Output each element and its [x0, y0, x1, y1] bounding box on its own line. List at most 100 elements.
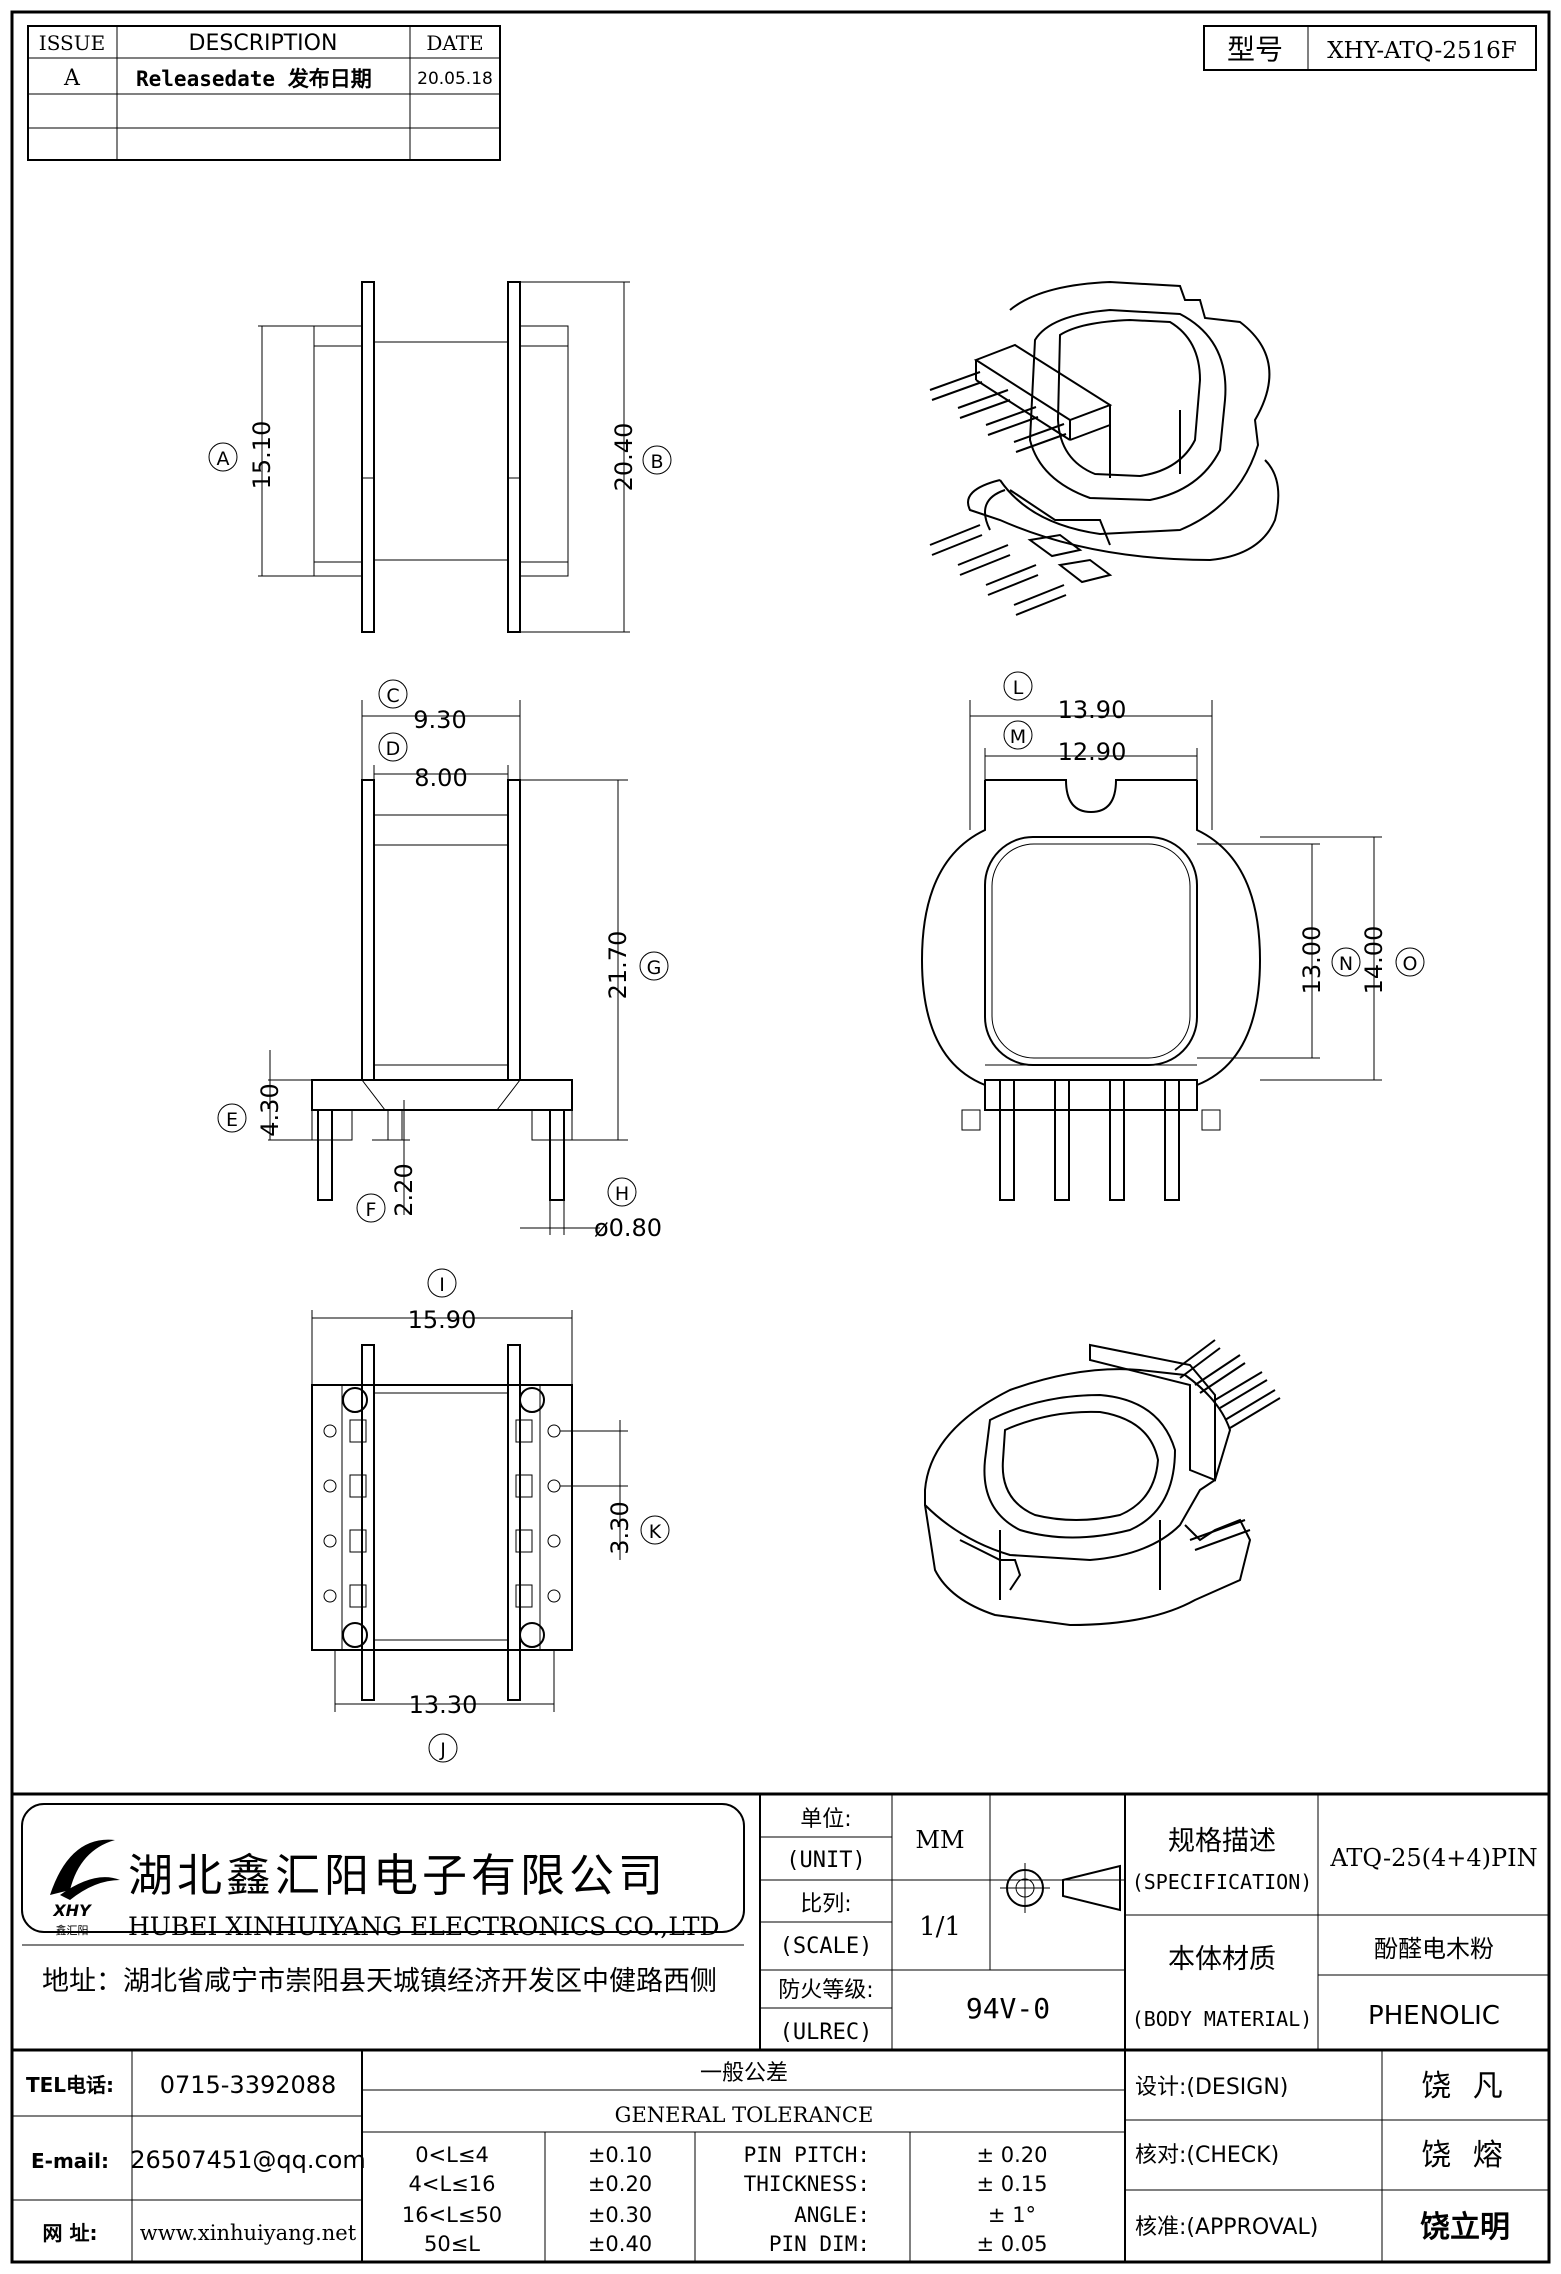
dim-E-label: E	[226, 1109, 238, 1131]
dim-I-value: 15.90	[408, 1306, 477, 1334]
scale-value: 1/1	[919, 1912, 961, 1942]
email-value: 26507451@qq.com	[130, 2146, 366, 2174]
thickness-label: THICKNESS:	[744, 2172, 870, 2196]
dim-L-label: L	[1013, 677, 1024, 699]
unit-label-cn: 单位:	[800, 1807, 851, 1832]
logo-subtext: 鑫汇阳	[56, 1923, 89, 1937]
unit-value: MM	[915, 1826, 964, 1854]
end-view: 13.90 L 12.90 M 13.00 N 14.00 O	[920, 671, 1425, 1201]
material-label-cn: 本体材质	[1168, 1944, 1276, 1975]
spec-value: ATQ-25(4+4)PIN	[1329, 1844, 1537, 1872]
range-2-tol: ±0.20	[588, 2172, 652, 2196]
web-value: www.xinhuiyang.net	[140, 2221, 357, 2245]
dim-M-label: M	[1010, 726, 1026, 748]
pin-dim-label: PIN DIM:	[769, 2232, 870, 2256]
company-name-cn: 湖北鑫汇阳电子有限公司	[128, 1849, 667, 1902]
rev-header-description: DESCRIPTION	[189, 31, 338, 56]
dim-B-label: B	[650, 451, 663, 473]
dim-J-label: J	[439, 1739, 446, 1761]
rev-header-date: DATE	[426, 31, 483, 55]
dim-O-value: 14.00	[1360, 926, 1388, 995]
company-address: 地址：湖北省咸宁市崇阳县天城镇经济开发区中健路西侧	[42, 1966, 717, 1997]
rev-date-cell: 20.05.18	[417, 69, 493, 89]
scale-label-cn: 比列:	[800, 1892, 851, 1917]
scale-label-en: (SCALE)	[780, 1934, 873, 1959]
company-logo: XHY 鑫汇阳	[50, 1839, 120, 1937]
range-1-tol: ±0.10	[588, 2143, 652, 2167]
design-name: 饶 凡	[1421, 2069, 1509, 2104]
sheet-border	[10, 10, 1551, 2264]
spec-label-cn: 规格描述	[1168, 1826, 1276, 1857]
projection-symbol-icon	[1000, 1863, 1121, 1913]
rev-issue-cell: A	[63, 66, 81, 91]
dim-G-label: G	[647, 957, 662, 979]
angle-label: ANGLE:	[794, 2203, 870, 2227]
title-block: XHY 鑫汇阳 湖北鑫汇阳电子有限公司 HUBEI XINHUIYANG ELE…	[12, 1792, 1549, 2262]
tel-value: 0715-3392088	[160, 2071, 337, 2099]
angle-value: ± 1°	[988, 2203, 1036, 2227]
dim-K-label: K	[649, 1521, 662, 1543]
material-value-en: PHENOLIC	[1368, 2001, 1500, 2031]
dim-E-value: 4.30	[256, 1083, 284, 1136]
web-label: 网 址:	[43, 2221, 98, 2245]
spec-label-en: (SPECIFICATION)	[1132, 1870, 1313, 1894]
dim-O-label: O	[1403, 953, 1418, 975]
pin-dim-value: ± 0.05	[976, 2232, 1047, 2256]
revision-table: ISSUE DESCRIPTION DATE A Releasedate 发布日…	[27, 25, 501, 161]
dim-M-value: 12.90	[1058, 738, 1127, 766]
range-3: 16<L≤50	[402, 2203, 502, 2227]
dim-A-value: 15.10	[248, 421, 276, 490]
design-label: 设计:(DESIGN)	[1135, 2075, 1288, 2100]
tolerance-title-cn: 一般公差	[700, 2061, 788, 2086]
tolerance-ranges: 0<L≤4 ±0.10 4<L≤16 ±0.20 16<L≤50 ±0.30 5…	[402, 2143, 652, 2256]
dim-D-label: D	[386, 738, 401, 760]
material-value-cn: 酚醛电木粉	[1374, 1935, 1494, 1963]
material-label-en: (BODY MATERIAL)	[1132, 2007, 1313, 2031]
check-label: 核对:(CHECK)	[1135, 2143, 1279, 2168]
dim-N-value: 13.00	[1298, 926, 1326, 995]
range-3-tol: ±0.30	[588, 2203, 652, 2227]
dim-H-label: H	[615, 1183, 629, 1205]
range-1: 0<L≤4	[415, 2143, 489, 2167]
dim-C-value: 9.30	[413, 706, 466, 734]
dim-N-label: N	[1339, 953, 1353, 975]
range-2: 4<L≤16	[409, 2172, 496, 2196]
dim-C-label: C	[386, 685, 399, 707]
ul-label-en: (ULREC)	[780, 2020, 873, 2045]
model-label: 型号	[1227, 33, 1283, 66]
iso-view-top	[929, 280, 1280, 616]
pin-pitch-label: PIN PITCH:	[744, 2143, 870, 2167]
company-box	[21, 1803, 745, 1933]
rev-description-cell: Releasedate 发布日期	[136, 67, 372, 91]
unit-label-en: (UNIT)	[786, 1848, 865, 1873]
dim-D-value: 8.00	[414, 764, 467, 792]
dim-L-value: 13.90	[1058, 696, 1127, 724]
thickness-value: ± 0.15	[976, 2172, 1047, 2196]
dim-I-label: I	[439, 1274, 445, 1296]
model-box: 型号 XHY-ATQ-2516F	[1203, 25, 1537, 71]
dim-F-value: 2.20	[390, 1163, 418, 1216]
pin-pitch-value: ± 0.20	[976, 2143, 1047, 2167]
range-4-tol: ±0.40	[588, 2232, 652, 2256]
logo-text: XHY	[52, 1901, 92, 1920]
tolerance-title-en: GENERAL TOLERANCE	[615, 2103, 874, 2127]
tolerance-other: PIN PITCH: ± 0.20 THICKNESS: ± 0.15 ANGL…	[744, 2143, 1048, 2256]
dim-G-value: 21.70	[604, 931, 632, 1000]
ul-value: 94V-0	[966, 1992, 1050, 2025]
approval-label: 核准:(APPROVAL)	[1135, 2215, 1318, 2240]
ul-label-cn: 防火等级:	[778, 1978, 873, 2003]
dim-H-value: ø0.80	[594, 1214, 662, 1242]
bottom-view: 15.90 I 13.30 J 3.30 K	[311, 1268, 670, 1763]
model-value: XHY-ATQ-2516F	[1327, 38, 1517, 64]
check-name: 饶 熔	[1421, 2138, 1509, 2173]
dim-B-value: 20.40	[610, 423, 638, 492]
dim-F-label: F	[366, 1199, 377, 1221]
signoff: 设计:(DESIGN) 饶 凡 核对:(CHECK) 饶 熔 核准:(APPRO…	[1135, 2069, 1510, 2245]
dim-J-value: 13.30	[409, 1691, 478, 1719]
front-view: 9.30 C 8.00 D 21.70 G 4.30 E 2.20 F ø0.8	[217, 679, 669, 1242]
approval-name: 饶立明	[1420, 2210, 1510, 2245]
dim-K-value: 3.30	[606, 1501, 634, 1554]
dim-A-label: A	[217, 448, 230, 470]
tel-label: TEL电话:	[26, 2073, 114, 2097]
